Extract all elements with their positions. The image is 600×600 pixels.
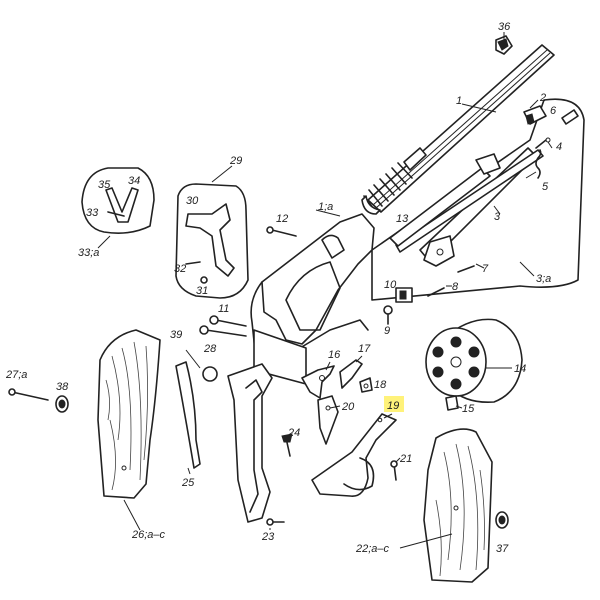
label-32: 32 bbox=[174, 263, 186, 275]
nipple bbox=[445, 395, 459, 411]
mainspring bbox=[175, 361, 201, 469]
cylinder-chambers bbox=[432, 336, 480, 390]
label-20: 20 bbox=[341, 401, 355, 413]
label-16: 16 bbox=[328, 349, 341, 361]
label-1a: 1;a bbox=[318, 201, 333, 213]
backstrap bbox=[227, 363, 273, 523]
latch-screw bbox=[561, 109, 579, 125]
highlight-marker bbox=[384, 396, 404, 412]
hammer bbox=[301, 365, 335, 399]
label-34: 34 bbox=[128, 175, 140, 187]
label-13: 13 bbox=[396, 213, 409, 225]
latch-pin bbox=[535, 137, 551, 149]
inset-33a bbox=[81, 167, 155, 234]
label-38: 38 bbox=[56, 381, 69, 393]
label-25: 25 bbox=[181, 477, 195, 489]
latch-spring bbox=[535, 149, 542, 179]
leader-lines bbox=[97, 32, 553, 549]
label-6: 6 bbox=[550, 105, 557, 117]
label-33a: 33;a bbox=[78, 247, 99, 259]
grip-escutcheon-37 bbox=[495, 511, 509, 529]
label-14: 14 bbox=[514, 363, 526, 375]
label-19: 19 bbox=[387, 400, 399, 412]
label-11: 11 bbox=[218, 303, 229, 315]
label-27: 27;a bbox=[5, 369, 27, 381]
label-4: 4 bbox=[556, 141, 562, 153]
right-grip bbox=[423, 428, 493, 583]
screw-24 bbox=[281, 433, 293, 457]
label-24: 24 bbox=[287, 427, 300, 439]
grip-escutcheon-38 bbox=[55, 395, 69, 413]
spring-ring bbox=[202, 366, 218, 382]
trigger bbox=[317, 395, 339, 445]
label-18: 18 bbox=[374, 379, 387, 391]
screw-23 bbox=[266, 518, 285, 526]
label-3a: 3;a bbox=[536, 273, 551, 285]
cylinder-pin bbox=[389, 153, 501, 247]
label-10: 10 bbox=[384, 279, 397, 291]
lever-pin bbox=[457, 265, 475, 273]
label-3: 3 bbox=[494, 211, 501, 223]
label-35: 35 bbox=[98, 179, 111, 191]
inset-29 bbox=[175, 183, 249, 299]
label-8: 8 bbox=[452, 281, 459, 293]
label-21: 21 bbox=[399, 453, 412, 465]
hand bbox=[339, 359, 363, 389]
frame-screws bbox=[199, 315, 247, 337]
label-1: 1 bbox=[456, 95, 462, 107]
label-12: 12 bbox=[276, 213, 288, 225]
label-39: 39 bbox=[170, 329, 182, 341]
label-37: 37 bbox=[496, 543, 509, 555]
plunger-screw bbox=[383, 305, 393, 325]
screw-12 bbox=[266, 226, 297, 237]
label-33: 33 bbox=[86, 207, 99, 219]
label-22: 22;a–c bbox=[355, 543, 390, 555]
part-labels: 1 1;a 2 3 3;a 4 5 6 7 8 9 10 11 12 13 14… bbox=[5, 21, 562, 555]
rammer-plunger bbox=[395, 287, 413, 303]
label-7: 7 bbox=[482, 263, 489, 275]
label-31: 31 bbox=[196, 285, 208, 297]
label-36: 36 bbox=[498, 21, 511, 33]
cylinder bbox=[425, 318, 523, 404]
label-15: 15 bbox=[462, 403, 475, 415]
barrel bbox=[361, 44, 555, 215]
grip-screw-27 bbox=[8, 388, 49, 401]
label-30: 30 bbox=[186, 195, 199, 207]
trigger-guard bbox=[311, 413, 397, 497]
label-17: 17 bbox=[358, 343, 371, 355]
label-9: 9 bbox=[384, 325, 390, 337]
label-28: 28 bbox=[203, 343, 217, 355]
guard-screw bbox=[390, 460, 398, 481]
label-29: 29 bbox=[229, 155, 242, 167]
loading-lever-panel bbox=[371, 98, 585, 301]
label-26: 26;a–c bbox=[131, 529, 166, 541]
lever-latch bbox=[523, 105, 547, 125]
label-2: 2 bbox=[539, 92, 546, 104]
barrel-threads bbox=[361, 162, 413, 215]
label-5: 5 bbox=[542, 181, 549, 193]
bolt bbox=[359, 377, 373, 393]
left-grip bbox=[97, 329, 161, 499]
front-sight bbox=[495, 35, 513, 55]
label-23: 23 bbox=[261, 531, 275, 543]
frame bbox=[250, 213, 375, 385]
plunger-pin bbox=[427, 287, 445, 297]
